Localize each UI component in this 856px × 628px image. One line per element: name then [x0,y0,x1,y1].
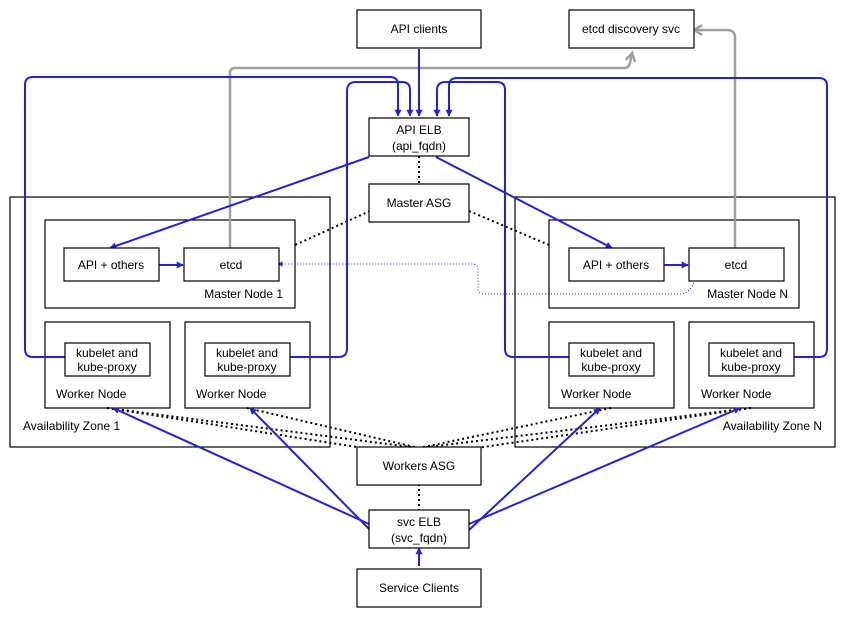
worker-node-label-1a: Worker Node [56,387,127,401]
availability-zone-n [514,196,836,448]
kubelet-line1-nb: kubelet and [720,346,782,360]
kubelet-box-na [568,342,655,377]
svc-elb-title: svc ELB [397,515,441,529]
workers-asg-box [356,446,482,486]
api-elb-fqdn: (api_fqdn) [392,139,446,153]
workers-asg-label: Workers ASG [383,459,455,473]
etcd-label-n: etcd [725,258,748,272]
svc-elb-fqdn: (svc_fqdn) [391,531,447,545]
api-clients-label: API clients [391,22,448,36]
availability-zone-1 [9,196,331,448]
kubelet-box-1b [204,342,291,377]
master-asg-label: Master ASG [387,196,452,210]
etcd-label-1: etcd [220,258,243,272]
master-node-1-label: Master Node 1 [204,287,283,301]
api-clients-box [356,9,482,49]
master-asg-box [368,183,470,223]
availability-zone-1-label: Availability Zone 1 [23,419,120,433]
kubelet-line2-1b: kube-proxy [217,360,276,374]
kubelet-line2-nb: kube-proxy [721,360,780,374]
worker-node-label-nb: Worker Node [701,387,772,401]
etcd-discovery-links [228,30,737,248]
etcd-discovery-label: etcd discovery svc [582,22,680,36]
service-clients-box [356,568,482,608]
kubelet-box-1a [64,342,151,377]
api-elb-title: API ELB [396,123,441,137]
kubelet-box-nb [708,342,795,377]
kubelet-line1-1b: kubelet and [216,346,278,360]
kubelet-line2-1a: kube-proxy [77,360,136,374]
worker-node-label-na: Worker Node [561,387,632,401]
api-others-box-n [568,247,665,282]
kubelet-line1-1a: kubelet and [76,346,138,360]
master-node-n-label: Master Node N [707,287,788,301]
api-others-label-n: API + others [583,258,649,272]
api-others-label-1: API + others [78,258,144,272]
traffic-links [24,49,828,566]
service-clients-label: Service Clients [379,581,459,595]
etcd-box-n [688,247,785,282]
worker-node-label-1b: Worker Node [196,387,267,401]
svc-elb-box [368,509,470,549]
kubelet-line2-na: kube-proxy [581,360,640,374]
kubelet-line1-na: kubelet and [580,346,642,360]
api-elb-box [368,117,470,157]
asg-links [106,156,752,510]
etcd-discovery-box [568,9,695,49]
etcd-box-1 [183,247,280,282]
api-others-box-1 [63,247,160,282]
availability-zone-n-label: Availability Zone N [723,419,822,433]
